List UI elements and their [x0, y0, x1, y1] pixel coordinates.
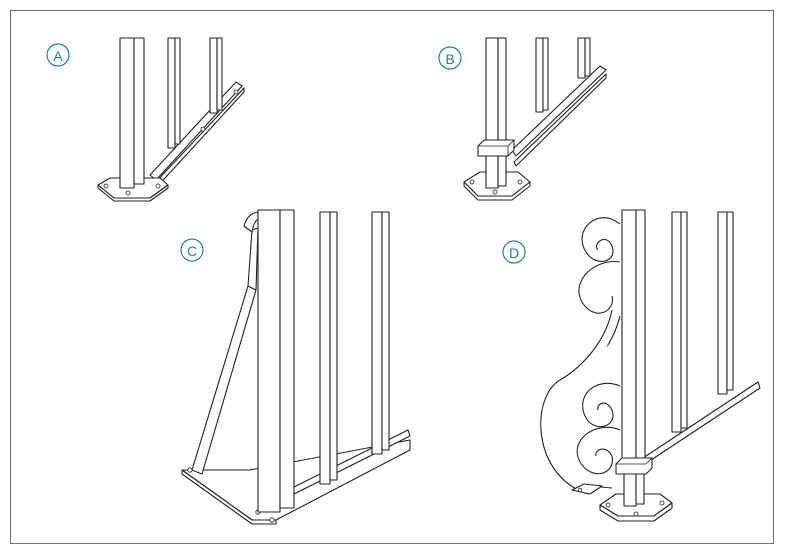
badge-c-label: C: [187, 243, 197, 259]
panel-b-post-with-collar: [463, 37, 607, 201]
badge-d-label: D: [509, 245, 519, 261]
panel-d-scroll-bracket-post: [540, 209, 761, 522]
badge-c: C: [180, 238, 204, 262]
panel-a-surface-mount-post: [97, 37, 245, 202]
badge-a: A: [46, 43, 70, 67]
badge-b-label: B: [445, 51, 454, 67]
panel-c-braced-post: [181, 209, 411, 525]
badge-d: D: [502, 240, 526, 264]
badge-a-label: A: [53, 48, 63, 64]
badge-b: B: [438, 46, 462, 70]
